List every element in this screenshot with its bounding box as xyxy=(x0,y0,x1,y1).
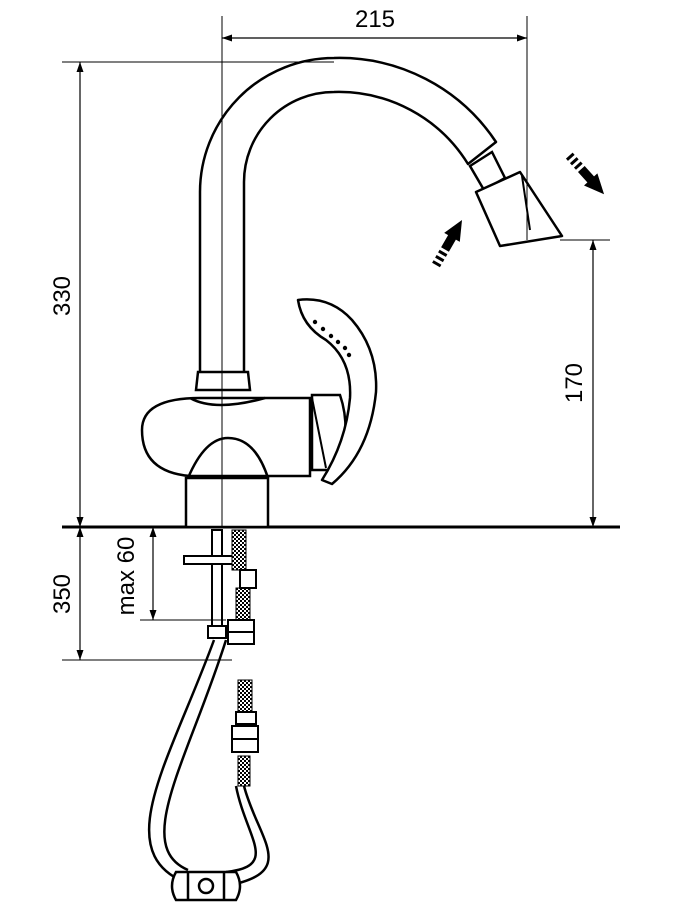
dimension-label-max-60: max 60 xyxy=(113,537,140,616)
dimension-depth-350: 350 xyxy=(49,527,232,661)
dimension-label-330: 330 xyxy=(49,276,76,316)
spray-arrow-down xyxy=(565,152,605,195)
dimension-label-170: 170 xyxy=(561,363,588,403)
mounting-rod xyxy=(183,529,241,639)
faucet-body xyxy=(140,56,498,529)
dimension-height-170: 170 xyxy=(560,239,610,527)
dimension-label-215: 215 xyxy=(355,6,395,33)
dimension-label-350: 350 xyxy=(49,574,76,614)
spray-head xyxy=(468,150,564,248)
lever-grip-dots xyxy=(312,319,352,358)
dimension-width-215: 215 xyxy=(222,6,528,240)
dimension-height-330: 330 xyxy=(49,61,334,527)
hose-counterweight xyxy=(170,870,242,902)
pull-out-hose xyxy=(147,639,270,888)
dimension-max-60: max 60 xyxy=(113,527,226,621)
spray-arrow-up xyxy=(432,220,462,268)
supply-hoses xyxy=(231,529,253,787)
hose-fittings xyxy=(227,569,259,753)
